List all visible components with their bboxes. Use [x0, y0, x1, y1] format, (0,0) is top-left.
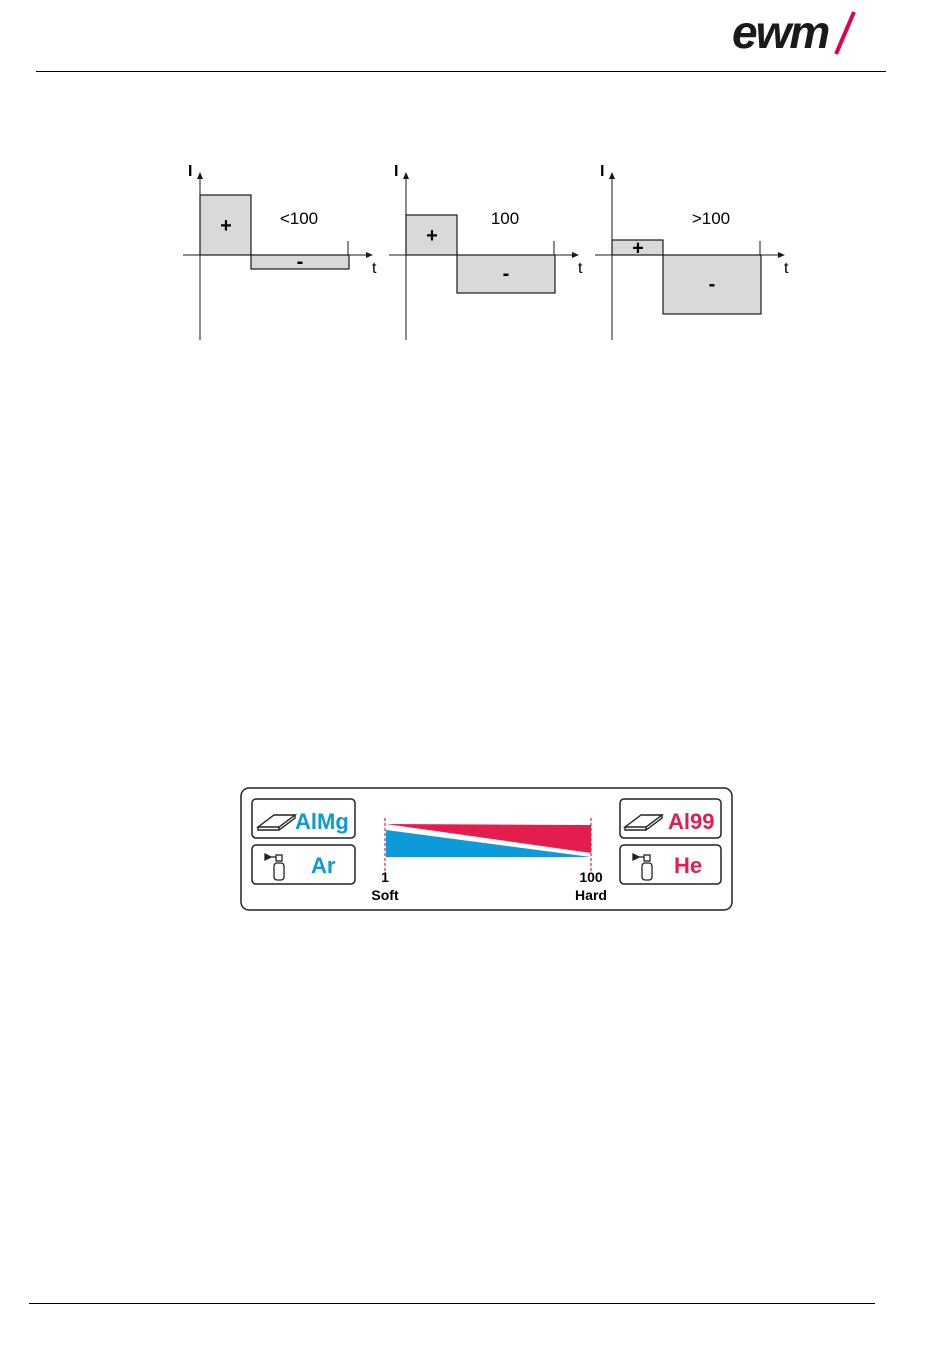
header-rule — [36, 71, 886, 72]
balance-label: >100 — [692, 209, 730, 228]
positive-sign: + — [426, 225, 438, 247]
left-gas-box: Ar — [252, 845, 355, 884]
right-material-box: Al99 — [620, 799, 721, 838]
balance-label: <100 — [280, 209, 318, 228]
positive-sign: + — [220, 215, 232, 237]
current-axis-label: I — [188, 163, 192, 180]
current-axis-arrow — [403, 172, 409, 179]
scale-min: 1 — [381, 869, 389, 885]
ewm-logo-text: ewm — [732, 8, 828, 58]
time-axis-arrow — [366, 252, 373, 258]
positive-sign: + — [632, 238, 644, 260]
current-axis-label: I — [394, 163, 398, 180]
waveform-balance-above-100: It >100 + - — [595, 163, 789, 340]
time-axis-label: t — [578, 260, 583, 277]
right-gas-label: He — [674, 853, 702, 878]
negative-sign: - — [503, 263, 510, 285]
negative-sign: - — [709, 274, 716, 296]
current-axis-arrow — [609, 172, 615, 179]
right-gas-box: He — [620, 845, 721, 884]
left-material-label: AlMg — [295, 809, 349, 834]
negative-sign: - — [297, 251, 304, 273]
balance-label: 100 — [491, 209, 519, 228]
right-material-label: Al99 — [668, 809, 714, 834]
logo-slash — [836, 12, 854, 54]
time-axis-arrow — [778, 252, 785, 258]
time-axis-arrow — [572, 252, 579, 258]
left-material-box: AlMg — [252, 799, 355, 838]
ac-balance-panel: AlMg Ar 1 100 Soft Hard Al99 — [240, 787, 733, 912]
scale-max: 100 — [579, 869, 603, 885]
ewm-logo: ewm — [732, 8, 892, 58]
waveform-balance-below-100: It <100 + - — [183, 163, 377, 340]
ac-balance-waveforms: It <100 + - It 100 + - It >100 + - — [175, 158, 800, 343]
current-axis-label: I — [600, 163, 604, 180]
waveform-balance-100: It 100 + - — [389, 163, 583, 340]
time-axis-label: t — [372, 260, 377, 277]
left-gas-label: Ar — [311, 853, 336, 878]
current-axis-arrow — [197, 172, 203, 179]
footer-rule — [29, 1303, 875, 1304]
time-axis-label: t — [784, 260, 789, 277]
scale-max-label: Hard — [575, 887, 607, 903]
scale-min-label: Soft — [371, 887, 399, 903]
